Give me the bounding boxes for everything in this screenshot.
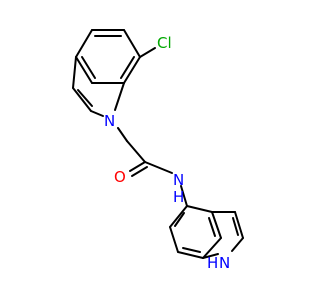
bond: [90, 110, 104, 117]
indole-nh-hydrogen-label: H: [207, 254, 218, 272]
bond: [177, 251, 204, 259]
double-bond: [131, 166, 148, 177]
bond: [169, 205, 188, 228]
double-bond-inner: [232, 217, 239, 236]
bond: [123, 29, 141, 58]
bond: [202, 253, 219, 259]
bond: [126, 140, 146, 163]
indole-nh-nitrogen-label: N: [219, 254, 230, 272]
bond: [75, 29, 93, 58]
bond: [169, 226, 179, 253]
bond: [139, 47, 156, 58]
bond: [114, 82, 125, 111]
atom-labels: Cl N O N H H N: [104, 34, 230, 272]
double-bond-inner: [182, 247, 201, 253]
bond: [75, 56, 93, 84]
amide-linker-bonds: [126, 140, 188, 207]
lower-indole-bonds: [169, 205, 244, 259]
upper-indole-bonds: [72, 29, 156, 142]
amide-hydrogen-label: H: [173, 188, 184, 206]
bond: [231, 237, 244, 252]
bond: [123, 56, 141, 84]
bond: [72, 56, 77, 89]
bond: [180, 185, 188, 207]
chlorine-atom-label: Cl: [157, 34, 172, 52]
indole-nitrogen-label: N: [104, 112, 115, 130]
carbonyl-oxygen-label: O: [114, 168, 126, 186]
double-bond-inner: [81, 56, 96, 79]
double-bond-inner: [174, 212, 185, 227]
bond: [211, 211, 222, 239]
bond: [72, 87, 92, 112]
bond: [234, 211, 244, 239]
bond: [186, 205, 213, 213]
double-bond-inner: [120, 56, 135, 79]
molecule-structure: Cl N O N H H N: [72, 29, 244, 272]
bond: [144, 161, 173, 174]
double-bond: [129, 161, 146, 172]
double-bond-inner: [208, 217, 216, 237]
double-bond-inner: [77, 89, 93, 107]
amide-nitrogen-label: N: [173, 171, 184, 189]
bond: [117, 127, 128, 142]
bond: [202, 237, 222, 259]
